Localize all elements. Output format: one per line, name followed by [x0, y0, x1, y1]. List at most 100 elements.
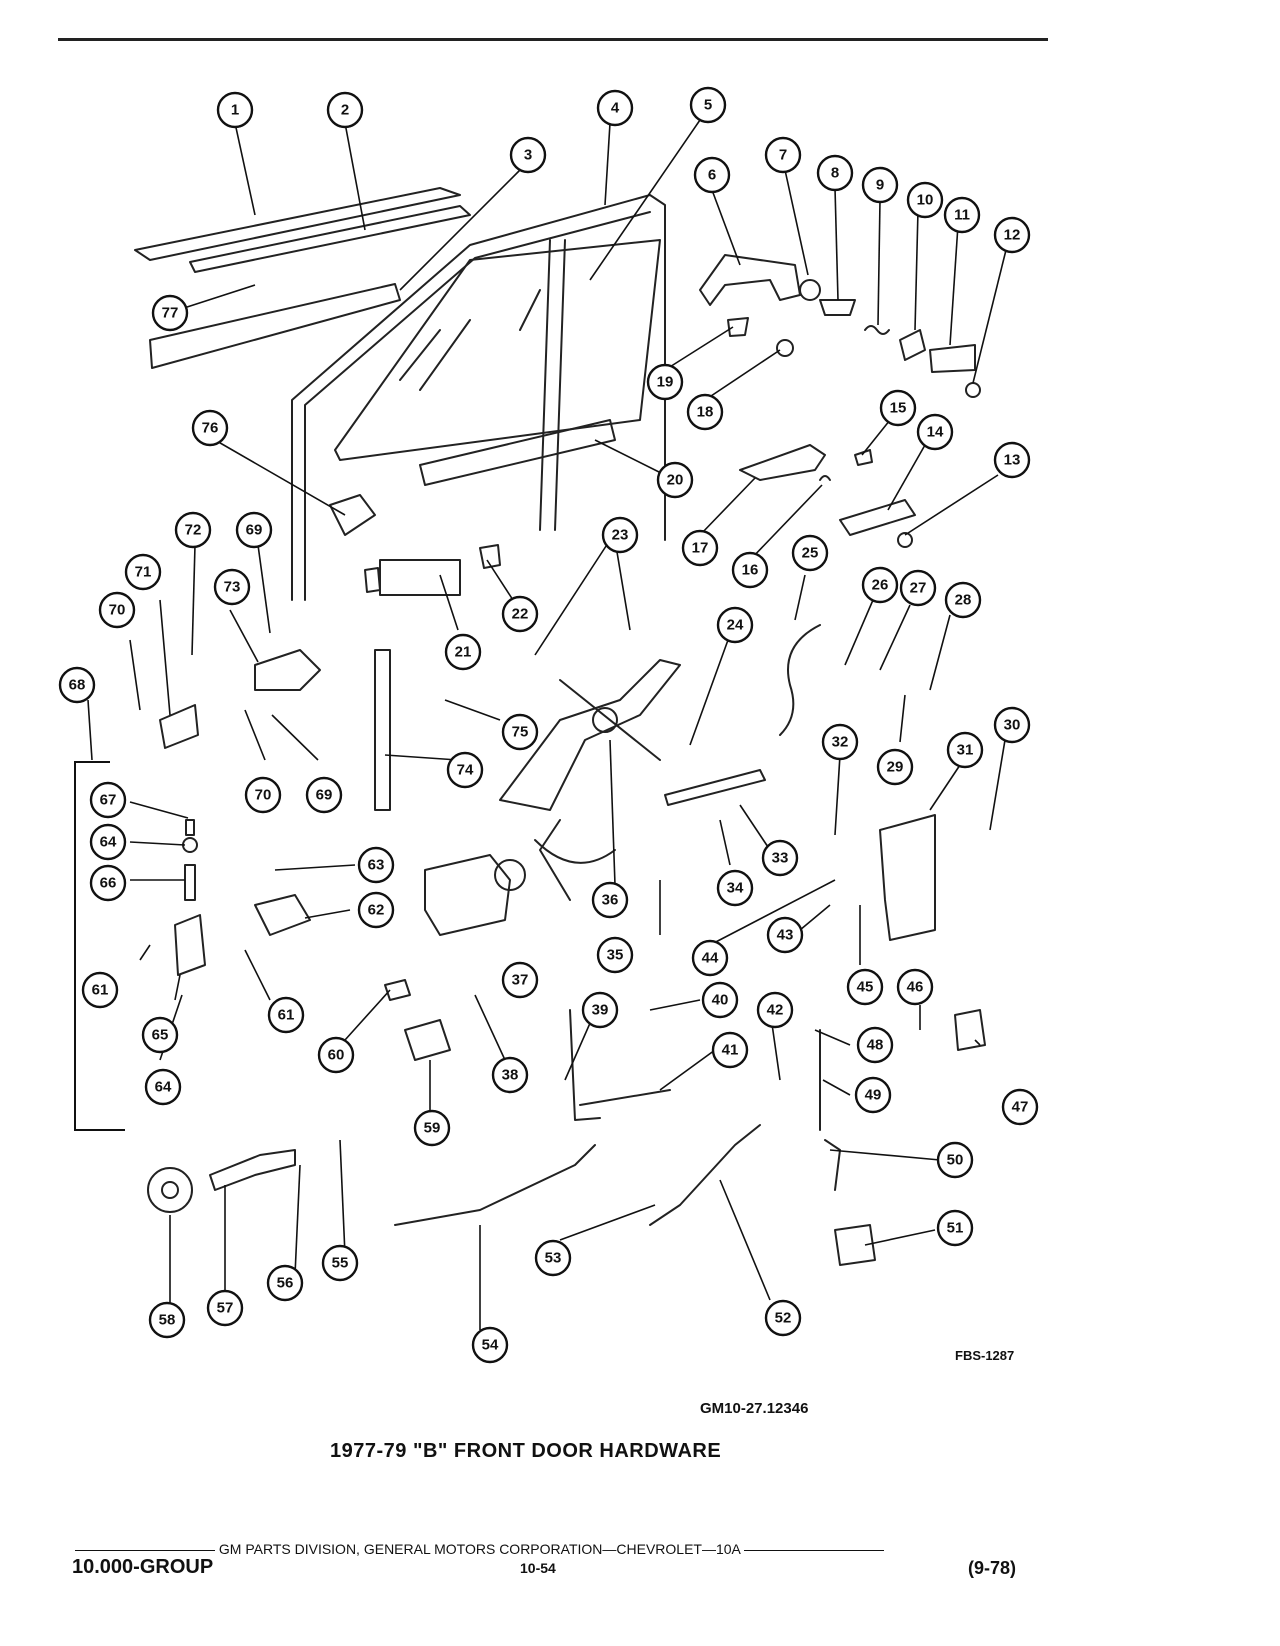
- figure-code: FBS-1287: [955, 1348, 1015, 1363]
- callout-77: 77: [151, 294, 189, 332]
- bracket-59: [404, 1019, 451, 1061]
- callout-76: 76: [191, 409, 229, 447]
- wiring-harness: [779, 624, 821, 736]
- callout-43: 43: [766, 916, 804, 954]
- hinge-plate-71: [159, 704, 199, 749]
- callout-59: 59: [413, 1109, 451, 1147]
- striker-plate-47: [954, 1009, 986, 1051]
- inside-lock-rod: [394, 1144, 596, 1226]
- motor-gear: [494, 859, 526, 891]
- callout-label: 55: [332, 1255, 349, 1272]
- callout-label: 75: [512, 724, 529, 741]
- callout-label: 33: [772, 850, 789, 867]
- glass-lines: [399, 289, 541, 391]
- group-68-bracket: [74, 761, 125, 1131]
- callout-51: 51: [936, 1209, 974, 1247]
- belt-molding-inner: [189, 205, 471, 273]
- callout-44: 44: [691, 939, 729, 977]
- callout-label: 58: [159, 1312, 176, 1329]
- callout-label: 12: [1004, 227, 1021, 244]
- callout-11: 11: [943, 196, 981, 234]
- callout-label: 34: [727, 880, 744, 897]
- callout-56: 56: [266, 1264, 304, 1302]
- callout-32: 32: [821, 723, 859, 761]
- clip-22: [479, 544, 501, 569]
- callout-8: 8: [816, 154, 854, 192]
- callout-label: 39: [592, 1002, 609, 1019]
- lock-actuator-51: [834, 1224, 876, 1266]
- figure-title: 1977-79 "B" FRONT DOOR HARDWARE: [330, 1440, 722, 1462]
- rod-52: [649, 1124, 761, 1226]
- callout-72: 72: [174, 511, 212, 549]
- callout-label: 1: [231, 102, 239, 119]
- callout-label: 76: [202, 420, 219, 437]
- callout-19: 19: [646, 363, 684, 401]
- callout-10: 10: [906, 181, 944, 219]
- callout-label: 69: [246, 522, 263, 539]
- callout-label: 43: [777, 927, 794, 944]
- callout-label: 10: [917, 192, 934, 209]
- callout-6: 6: [693, 156, 731, 194]
- callout-label: 73: [224, 579, 241, 596]
- callout-30: 30: [993, 706, 1031, 744]
- upper-hinge-73: [254, 649, 321, 691]
- callout-label: 21: [455, 644, 472, 661]
- callout-label: 40: [712, 992, 729, 1009]
- callout-69: 69: [305, 776, 343, 814]
- callout-label: 41: [722, 1042, 739, 1059]
- group-label: 10.000-GROUP: [72, 1556, 214, 1578]
- callout-26: 26: [861, 566, 899, 604]
- nut-13: [897, 532, 913, 548]
- callout-label: 8: [831, 165, 839, 182]
- glass-run-channel: [291, 194, 666, 601]
- screw-18: [776, 339, 794, 357]
- callout-63: 63: [357, 846, 395, 884]
- callout-label: 70: [255, 787, 272, 804]
- callout-label: 66: [100, 875, 117, 892]
- callout-label: 74: [457, 762, 474, 779]
- callout-label: 13: [1004, 452, 1021, 469]
- rods-39: [569, 1009, 671, 1121]
- regulator-pivot: [592, 707, 618, 733]
- door-window-glass: [334, 239, 661, 461]
- callout-label: 52: [775, 1310, 792, 1327]
- callout-46: 46: [896, 968, 934, 1006]
- callout-33: 33: [761, 839, 799, 877]
- page-number: 10-54: [520, 1560, 556, 1576]
- callout-15: 15: [879, 389, 917, 427]
- callout-label: 47: [1012, 1099, 1029, 1116]
- footer-publisher-line: GM PARTS DIVISION, GENERAL MOTORS CORPOR…: [75, 1541, 884, 1557]
- callout-14: 14: [916, 413, 954, 451]
- callout-label: 59: [424, 1120, 441, 1137]
- callout-label: 29: [887, 759, 904, 776]
- window-motor: [424, 854, 511, 936]
- footer-publisher: GM PARTS DIVISION, GENERAL MOTORS CORPOR…: [218, 1541, 741, 1557]
- callout-64: 64: [89, 823, 127, 861]
- window-regulator: [499, 659, 681, 901]
- callout-1: 1: [216, 91, 254, 129]
- callout-label: 56: [277, 1275, 294, 1292]
- washer-64: [182, 837, 198, 853]
- callout-label: 44: [702, 950, 719, 967]
- callout-label: 67: [100, 792, 117, 809]
- lower-hinge-62: [254, 894, 311, 936]
- callout-label: 23: [612, 527, 629, 544]
- callout-70: 70: [244, 776, 282, 814]
- callout-55: 55: [321, 1244, 359, 1282]
- callout-67: 67: [89, 781, 127, 819]
- callout-label: 31: [957, 742, 974, 759]
- callout-45: 45: [846, 968, 884, 1006]
- belt-sealing-strip: [149, 283, 401, 369]
- callout-label: 3: [524, 147, 532, 164]
- callout-52: 52: [764, 1299, 802, 1337]
- callout-label: 30: [1004, 717, 1021, 734]
- callout-label: 19: [657, 374, 674, 391]
- callout-16: 16: [731, 551, 769, 589]
- footer-rule-right: [744, 1549, 884, 1551]
- callout-69: 69: [235, 511, 273, 549]
- lower-run-channel: [539, 239, 566, 531]
- callout-40: 40: [701, 981, 739, 1019]
- screw-12: [965, 382, 981, 398]
- callout-64: 64: [144, 1068, 182, 1106]
- gasket: [799, 279, 821, 301]
